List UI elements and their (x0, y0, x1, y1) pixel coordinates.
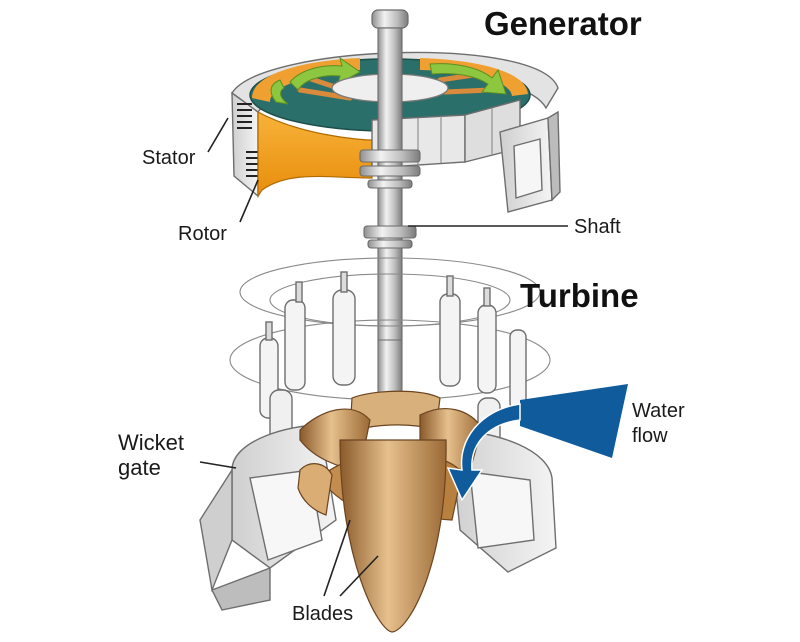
runner-cone (339, 439, 447, 633)
label-water-line1: Water (632, 400, 685, 422)
stator-band-left (231, 91, 259, 198)
label-shaft: Shaft (574, 216, 621, 238)
label-rotor: Rotor (178, 223, 227, 245)
label-blades: Blades (292, 603, 353, 625)
leader-lines (199, 117, 568, 597)
rotor-body (257, 110, 373, 198)
label-stator: Stator (142, 147, 196, 169)
label-wicket-line1: Wicket (118, 430, 184, 455)
turbine-assembly (199, 257, 628, 633)
green-curved-arrow-icon (429, 63, 507, 95)
label-water-line2: flow (632, 425, 668, 447)
label-wicket-line2: gate (118, 455, 161, 480)
blue-water-flow-arrow-icon (446, 384, 628, 502)
turbine-title: Turbine (520, 277, 639, 314)
generator-title: Generator (484, 5, 642, 42)
shaft (359, 9, 421, 389)
generator-assembly (231, 51, 561, 213)
